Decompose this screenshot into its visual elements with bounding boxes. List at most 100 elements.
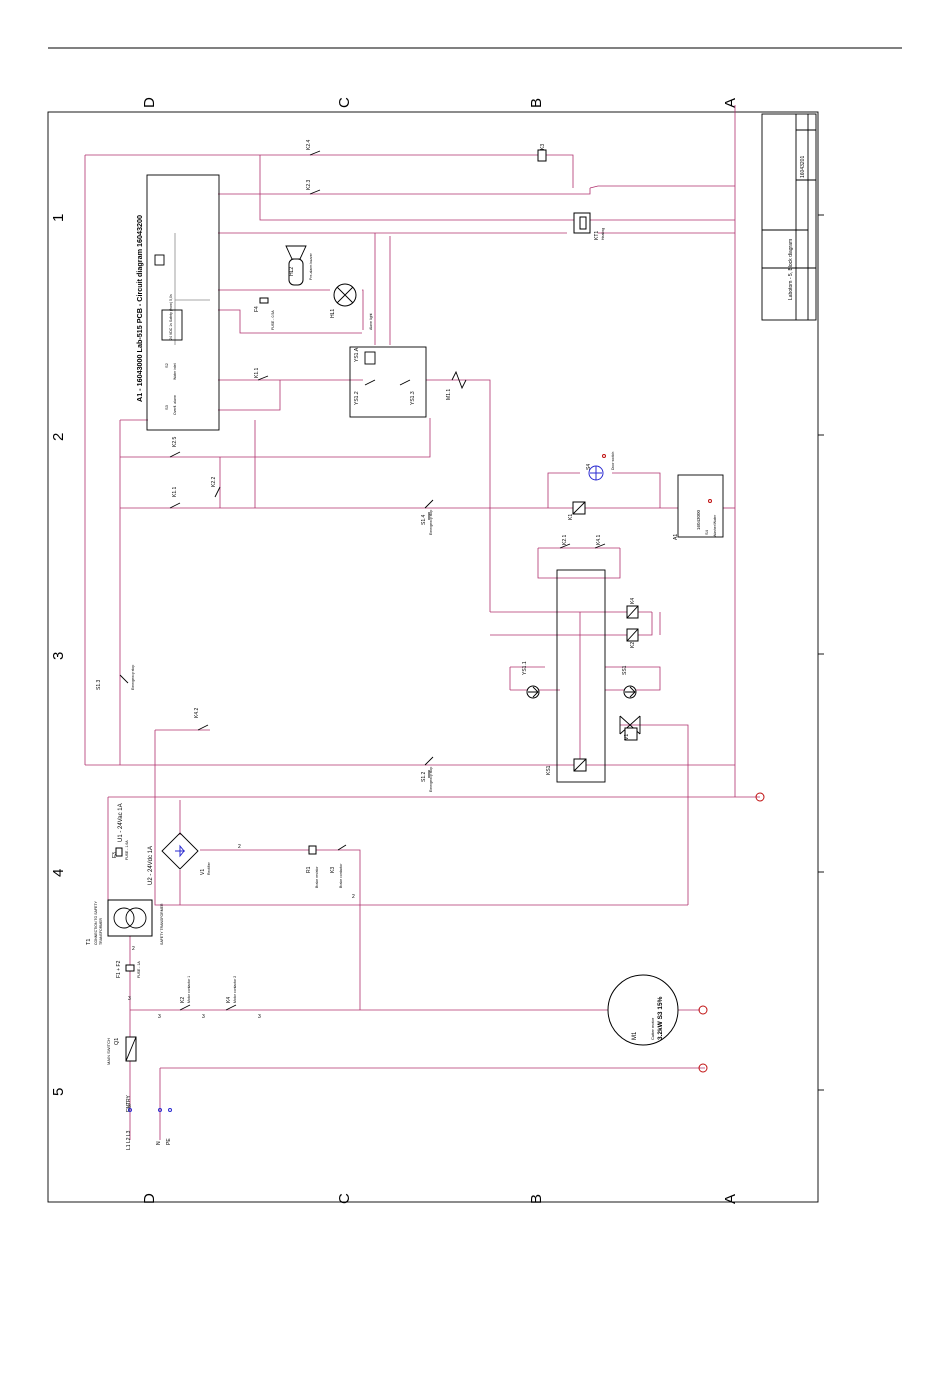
contactor-k4: K4 Motor contactor 2 xyxy=(225,976,237,1011)
contact-k1-1: K1.1 xyxy=(169,486,181,509)
grid-number: 5 xyxy=(50,1088,67,1096)
grid-number: 4 xyxy=(50,869,67,877)
svg-text:Emergency stop: Emergency stop xyxy=(429,767,433,792)
pcb-title: A1 - 16043000 Lab-515 PCB - Circuit diag… xyxy=(135,215,144,402)
svg-text:3: 3 xyxy=(202,1014,205,1020)
grid-number: 3 xyxy=(50,652,67,660)
svg-text:F4: F4 xyxy=(254,306,260,312)
valve-ss1: SS1 xyxy=(622,665,637,699)
wire-numbers: 2 2 2 xyxy=(132,844,355,952)
grid-letter: B xyxy=(528,1194,545,1204)
k2-coil: K2 xyxy=(626,628,639,648)
s2-desc: Water inlet xyxy=(173,363,177,380)
svg-text:U1 - 24Vac 1A: U1 - 24Vac 1A xyxy=(118,803,124,842)
ks1-coil: KS1 xyxy=(546,758,587,775)
svg-text:Brake resistor: Brake resistor xyxy=(315,866,319,888)
svg-text:PE: PE xyxy=(166,1138,172,1145)
svg-text:S1.3: S1.3 xyxy=(96,679,102,690)
svg-text:Pre-alarm buzzer: Pre-alarm buzzer xyxy=(309,252,313,280)
svg-text:FUSE - 1.6A: FUSE - 1.6A xyxy=(125,840,129,860)
svg-text:HL1: HL1 xyxy=(330,309,336,318)
svg-text:K4: K4 xyxy=(630,598,636,604)
lamp-hl1: HL1 Alarm light xyxy=(330,283,373,330)
contact-k25: K2.5 xyxy=(169,436,181,458)
contact-k3-brake: K3 Brake contactor xyxy=(330,844,347,888)
motor-m1: M1 3.2kW S3 15% Cutter motor xyxy=(607,974,679,1046)
ys13-label: YS1.3 xyxy=(410,391,416,405)
svg-text:F3: F3 xyxy=(112,852,118,858)
u2-label: U2 - 24Vdc 1A xyxy=(148,846,154,885)
svg-text:F1 + F2: F1 + F2 xyxy=(116,960,122,978)
contact-k21: K2.1 xyxy=(559,534,571,549)
svg-text:MAIN SWITCH: MAIN SWITCH xyxy=(106,1038,111,1065)
pcb-a1: A1 - 16043000 Lab-515 PCB - Circuit diag… xyxy=(135,174,220,431)
svg-text:R1: R1 xyxy=(306,866,312,873)
contact-k11-top: K1.1 xyxy=(254,367,269,381)
drawing-frame xyxy=(47,111,819,1203)
grid-letters-top: D C B A xyxy=(141,97,739,108)
svg-text:FUSE - 1A: FUSE - 1A xyxy=(137,961,141,978)
estop-s12: S1.2 Emergency stop xyxy=(421,756,434,792)
title-block: Labotom - 5, Block diagram 16043201 xyxy=(761,113,817,321)
a1-right-sub: Washer/Water xyxy=(713,514,717,537)
grid-letter: C xyxy=(336,1193,353,1204)
ks1-block xyxy=(556,569,606,783)
svg-text:K1.1: K1.1 xyxy=(172,486,178,497)
k3-coil: K3 xyxy=(537,144,547,162)
ys12-label: YS1.2 xyxy=(354,391,360,405)
svg-text:S1.4: S1.4 xyxy=(421,514,427,525)
s4b-label: S4 xyxy=(704,529,709,535)
contact-k41: K4.1 xyxy=(594,534,606,549)
entry-terminals: ENTRY L1 L2 L3 N PE xyxy=(126,1094,172,1150)
svg-text:SS1: SS1 xyxy=(622,665,628,675)
svg-text:V1: V1 xyxy=(624,734,630,740)
svg-text:3: 3 xyxy=(128,1104,131,1110)
svg-text:V1: V1 xyxy=(200,869,206,875)
a1-right-text: 16043000 xyxy=(696,509,701,530)
k3-label: K3 xyxy=(540,144,546,150)
svg-text:SAFETY TRANSFORMER: SAFETY TRANSFORMER xyxy=(160,903,164,945)
fuse-f3: F3 FUSE - 1.6A U1 - 24Vac 1A xyxy=(112,803,129,860)
svg-text:M1.1: M1.1 xyxy=(446,389,452,400)
buzzer-hl2: HL2 Pre-alarm buzzer xyxy=(285,245,313,286)
rectifier-v1: V1 Rectifier xyxy=(161,832,211,875)
svg-text:S1.2: S1.2 xyxy=(421,771,427,782)
contactor-k2: K2 Motor contactor 1 xyxy=(179,976,191,1011)
transformer-t1: T1 CONNECTION TO SAFETY TRANSFORMER SAFE… xyxy=(86,899,164,946)
svg-text:Alarm light: Alarm light xyxy=(369,313,373,330)
grid-letters-bottom: D C B A xyxy=(141,1193,739,1204)
door-switch-s4: S4 Door switch xyxy=(586,452,712,503)
thermal-m11: M1.1 xyxy=(446,370,467,400)
a1-right-box: 16043000 S4 Washer/Water A1 xyxy=(673,474,724,540)
main-switch-q1: Q1 MAIN SWITCH xyxy=(106,1036,137,1065)
svg-text:Rectifier: Rectifier xyxy=(207,861,211,875)
s3-desc: Overfl. alarm xyxy=(173,395,177,415)
svg-text:N: N xyxy=(156,1141,162,1145)
svg-text:TRANSFORMER: TRANSFORMER xyxy=(99,918,103,946)
svg-text:K2: K2 xyxy=(630,642,636,648)
svg-text:2: 2 xyxy=(132,946,135,952)
fuse-f4: F4 FUSE - 0.5A xyxy=(254,297,275,330)
kt1-sub: Heating xyxy=(601,228,605,240)
svg-text:2: 2 xyxy=(352,894,355,900)
svg-text:K3: K3 xyxy=(330,867,336,873)
svg-text:L1 L2 L3: L1 L2 L3 xyxy=(126,1130,132,1150)
ys1a-label: YS1.A xyxy=(354,347,360,362)
doc-number: 16043201 xyxy=(800,156,806,178)
svg-text:YS1.1: YS1.1 xyxy=(522,661,528,675)
svg-text:3.2kW S3 15%: 3.2kW S3 15% xyxy=(657,996,664,1040)
contact-k42: K4.2 xyxy=(194,707,209,731)
svg-text:K1.1: K1.1 xyxy=(254,367,260,378)
resistor-r1: R1 Brake resistor xyxy=(306,845,319,888)
grid-letter: A xyxy=(722,98,739,108)
svg-text:Q1: Q1 xyxy=(114,1038,120,1045)
k4-coil: K4 xyxy=(626,598,639,619)
svg-text:ENTRY: ENTRY xyxy=(126,1094,132,1112)
svg-text:M1: M1 xyxy=(632,1031,638,1040)
contact-k24: K2.4 xyxy=(306,139,321,156)
grid-letter: D xyxy=(141,1193,158,1204)
phase-counts: 3 3 3 3 3 xyxy=(128,996,261,1110)
svg-text:KS1: KS1 xyxy=(546,765,552,775)
